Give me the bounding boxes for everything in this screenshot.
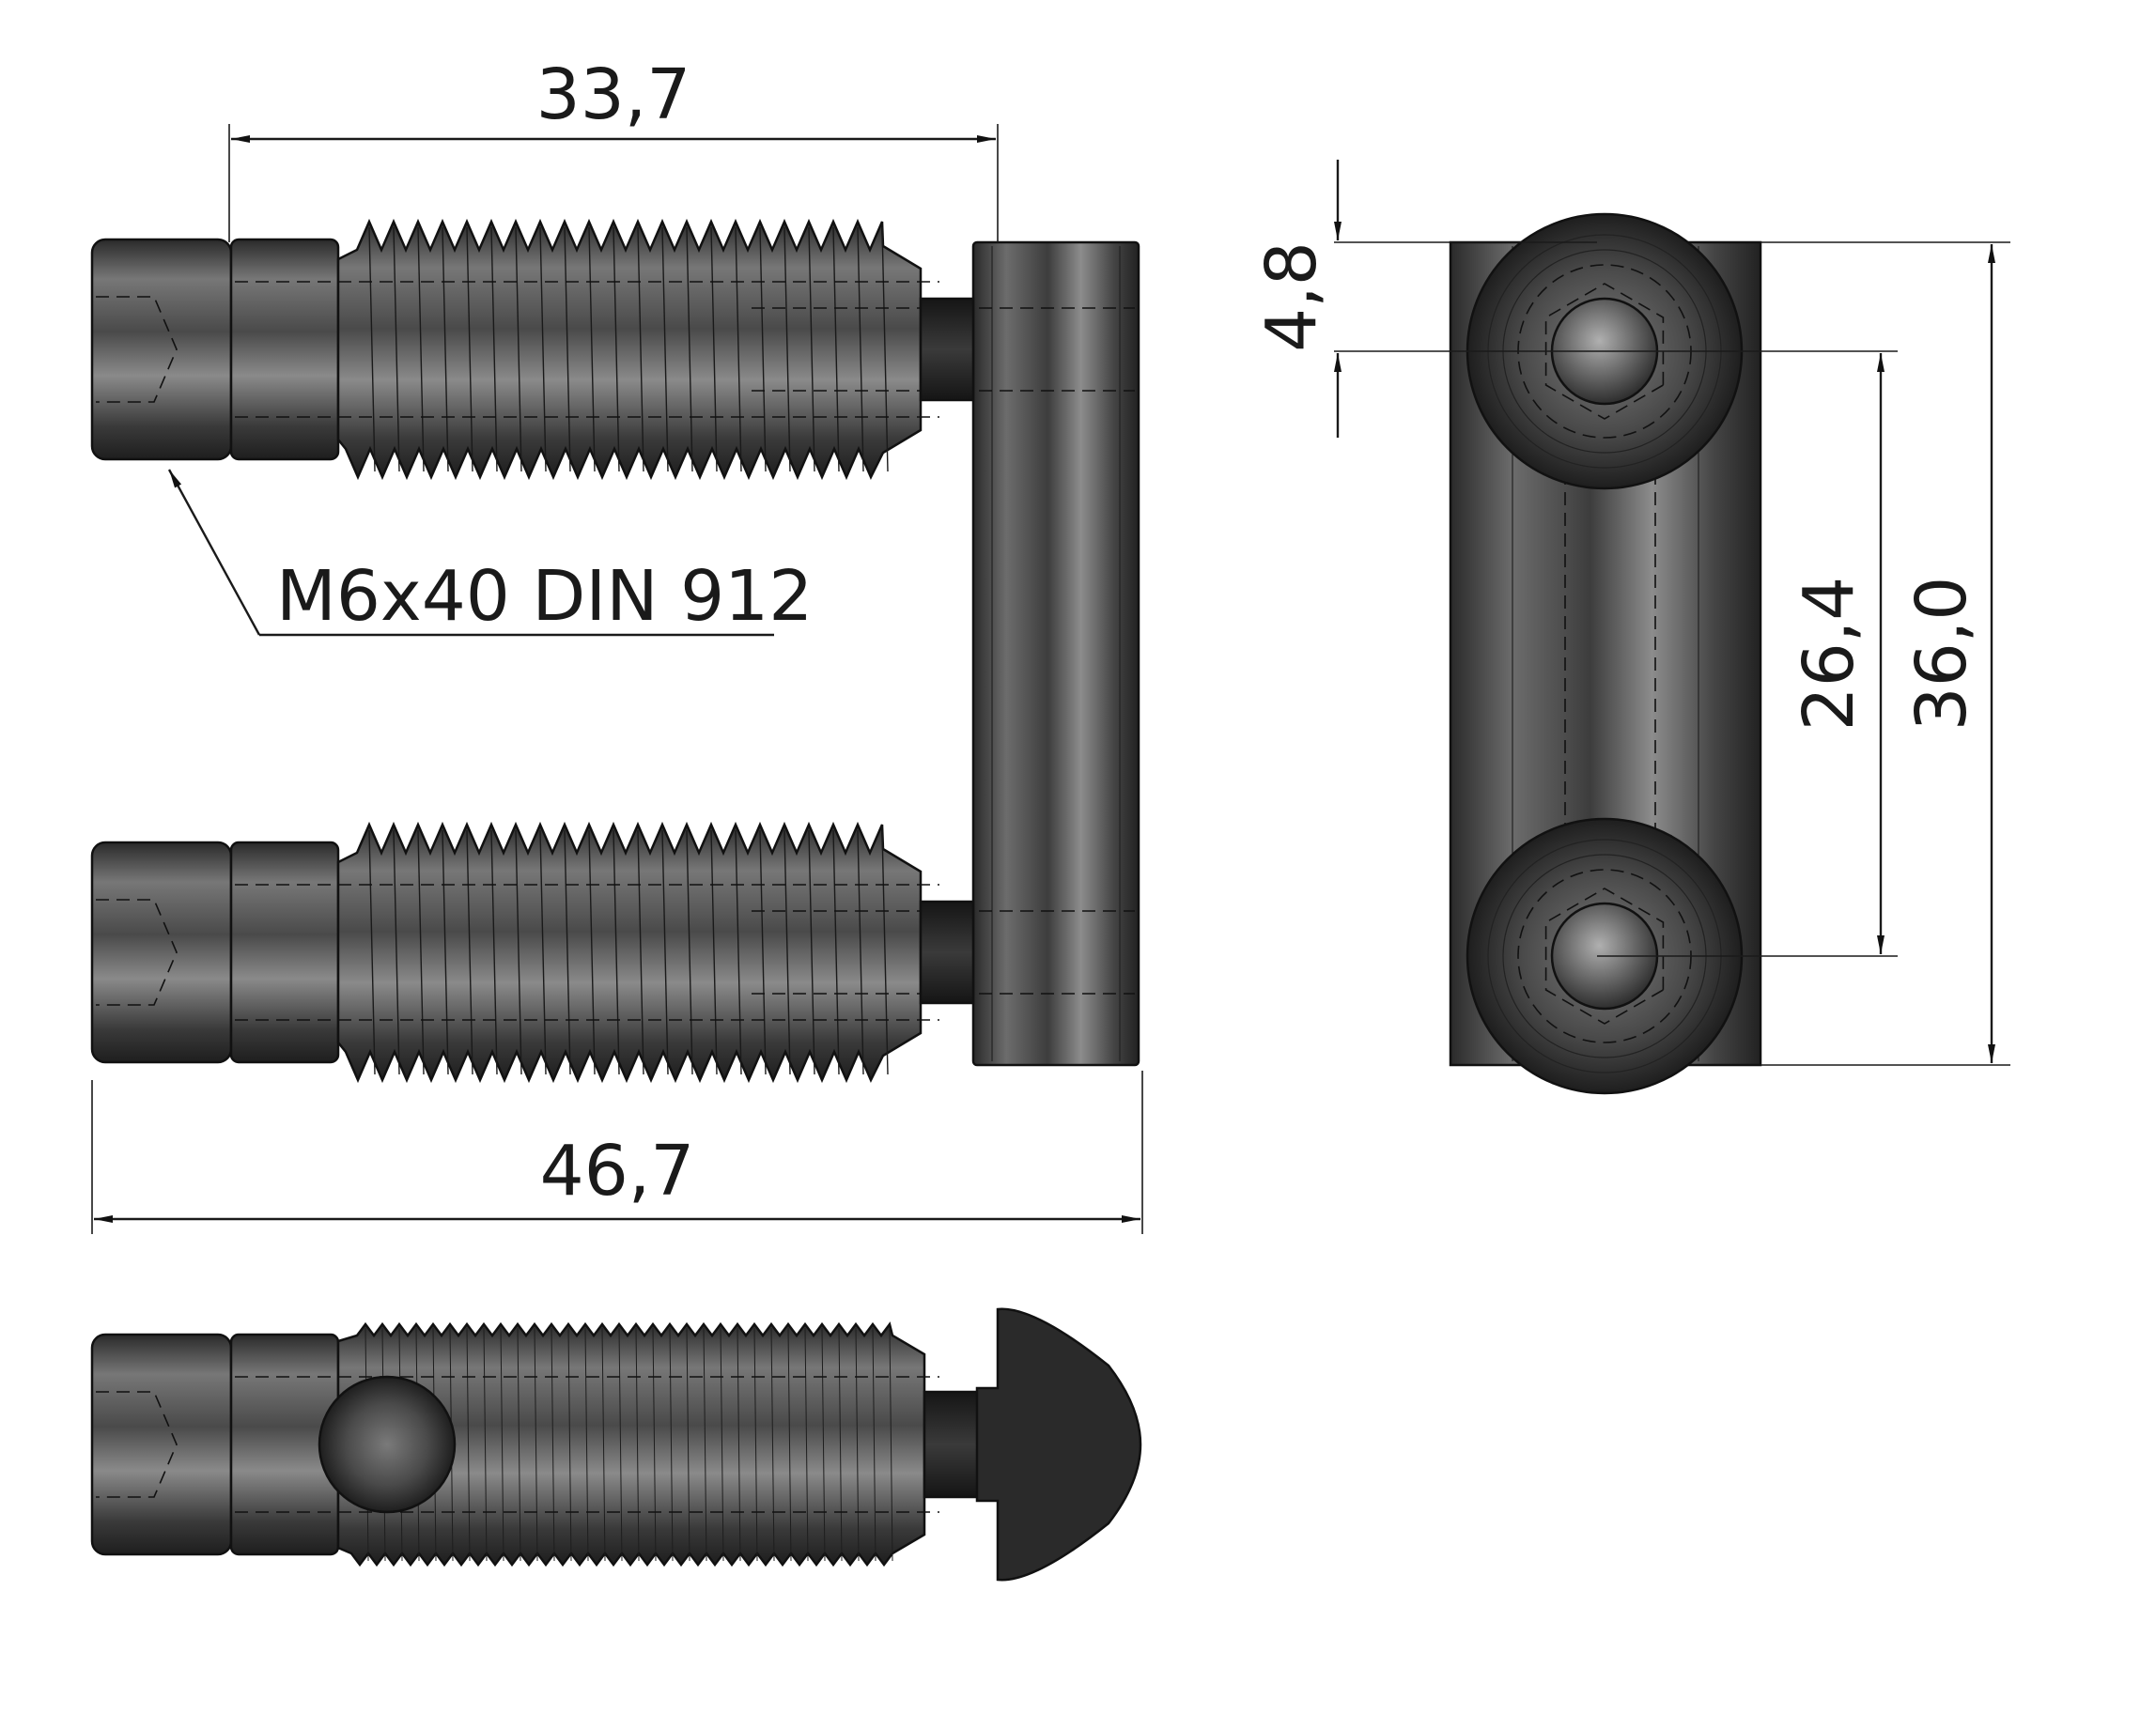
lower-screw — [90, 821, 1135, 1084]
side-neck — [923, 1390, 981, 1499]
upper-screw — [90, 218, 1135, 481]
connector-bar — [971, 240, 1140, 1067]
callout-screw-spec: M6x40 DIN 912 — [276, 556, 813, 637]
screw-thread — [336, 821, 923, 1084]
side-screw-head — [90, 1333, 233, 1556]
screw-callout: M6x40 DIN 912 — [167, 469, 813, 637]
side-cross-hole — [318, 1375, 457, 1514]
screw-head — [90, 841, 233, 1064]
dimensions: 33,7 46,7 4,8 26,4 36,0 — [91, 54, 2010, 1234]
hex-socket-icon — [1544, 283, 1665, 420]
side-t-nut — [975, 1307, 1142, 1582]
dim-overall-height: 36,0 — [1901, 577, 1982, 732]
dim-offset-top: 4,8 — [1251, 241, 1332, 352]
end-view — [1449, 212, 1762, 1095]
screw-thread — [336, 218, 923, 481]
dim-overall-width: 46,7 — [540, 1131, 695, 1212]
side-view — [90, 1307, 1142, 1582]
screw-sleeve — [229, 238, 340, 461]
top-view — [90, 218, 1140, 1084]
dim-hole-spacing: 26,4 — [1789, 577, 1869, 732]
screw-sleeve — [229, 841, 340, 1064]
screw-neck — [919, 900, 975, 1005]
screw-neck — [919, 297, 975, 402]
hex-socket-icon — [1544, 888, 1665, 1025]
screw-head — [90, 238, 233, 461]
dim-top-width: 33,7 — [536, 54, 691, 135]
